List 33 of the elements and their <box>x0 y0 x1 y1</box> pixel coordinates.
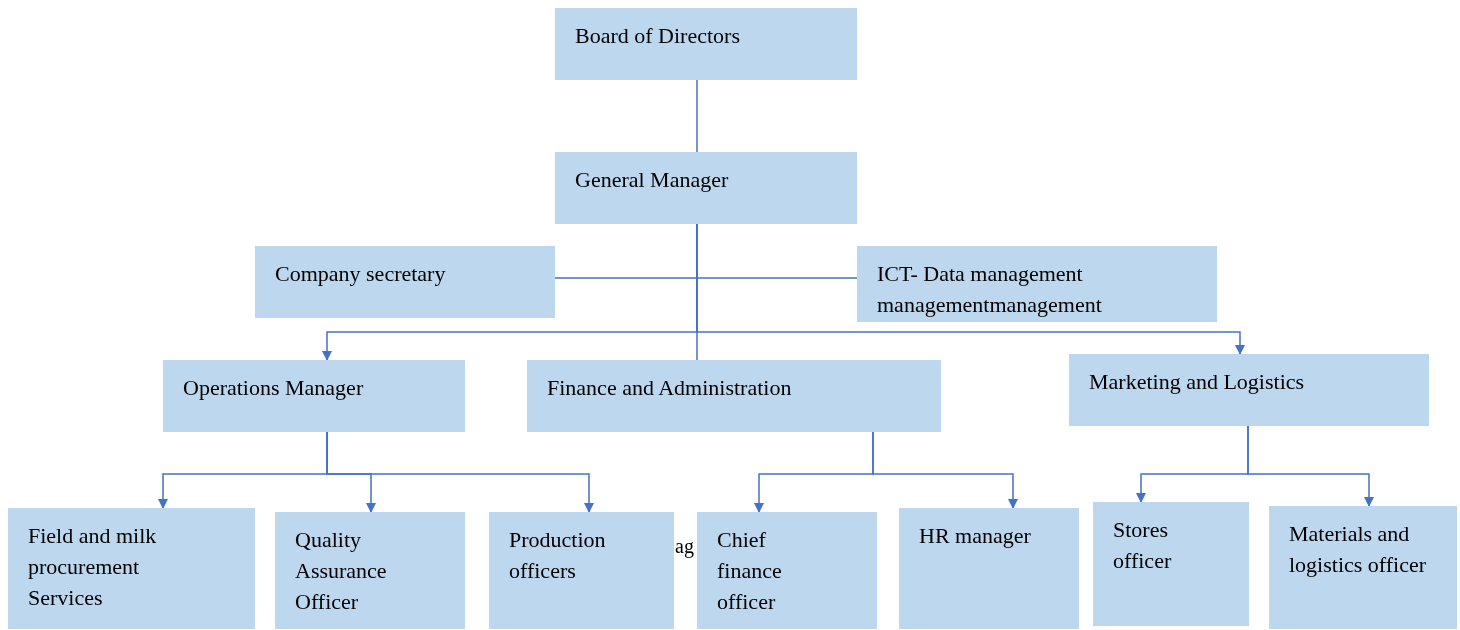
org-box <box>163 360 465 432</box>
role-title: General Manager <box>575 166 730 194</box>
org-box <box>527 360 941 432</box>
org-box <box>1269 506 1457 629</box>
role-title: Operations Manager <box>183 374 365 402</box>
role-title: HR manager <box>919 522 1032 550</box>
role-title: Marketing and Logistics <box>1089 368 1306 396</box>
role-title: Chief finance officer <box>717 526 783 616</box>
arrow <box>872 431 1018 509</box>
role-title: Production officers <box>509 526 607 585</box>
role-title: ICT- Data management managementmanagement <box>877 260 1103 319</box>
role-title: Board of Directors <box>575 22 741 50</box>
text-fragment: ag <box>675 534 694 560</box>
org-box <box>899 508 1079 629</box>
arrow <box>326 431 594 513</box>
role-title: Company secretary <box>275 260 447 288</box>
connector-line <box>696 79 698 153</box>
org-box <box>1093 502 1249 626</box>
role-title: Materials and logistics officer <box>1289 520 1428 579</box>
role-title: Field and milk procurement Services <box>28 522 158 612</box>
org-box <box>555 8 857 80</box>
org-box <box>8 508 255 629</box>
role-title: Stores officer <box>1113 516 1173 575</box>
org-box <box>255 246 555 318</box>
org-box <box>555 152 857 224</box>
role-title: Quality Assurance Officer <box>295 526 388 616</box>
role-title: Finance and Administration <box>547 374 793 402</box>
org-box <box>489 512 674 629</box>
org-box <box>275 512 465 629</box>
org-box <box>697 512 877 629</box>
org-box <box>857 246 1217 322</box>
arrow <box>1247 425 1374 507</box>
org-box <box>1069 354 1429 426</box>
